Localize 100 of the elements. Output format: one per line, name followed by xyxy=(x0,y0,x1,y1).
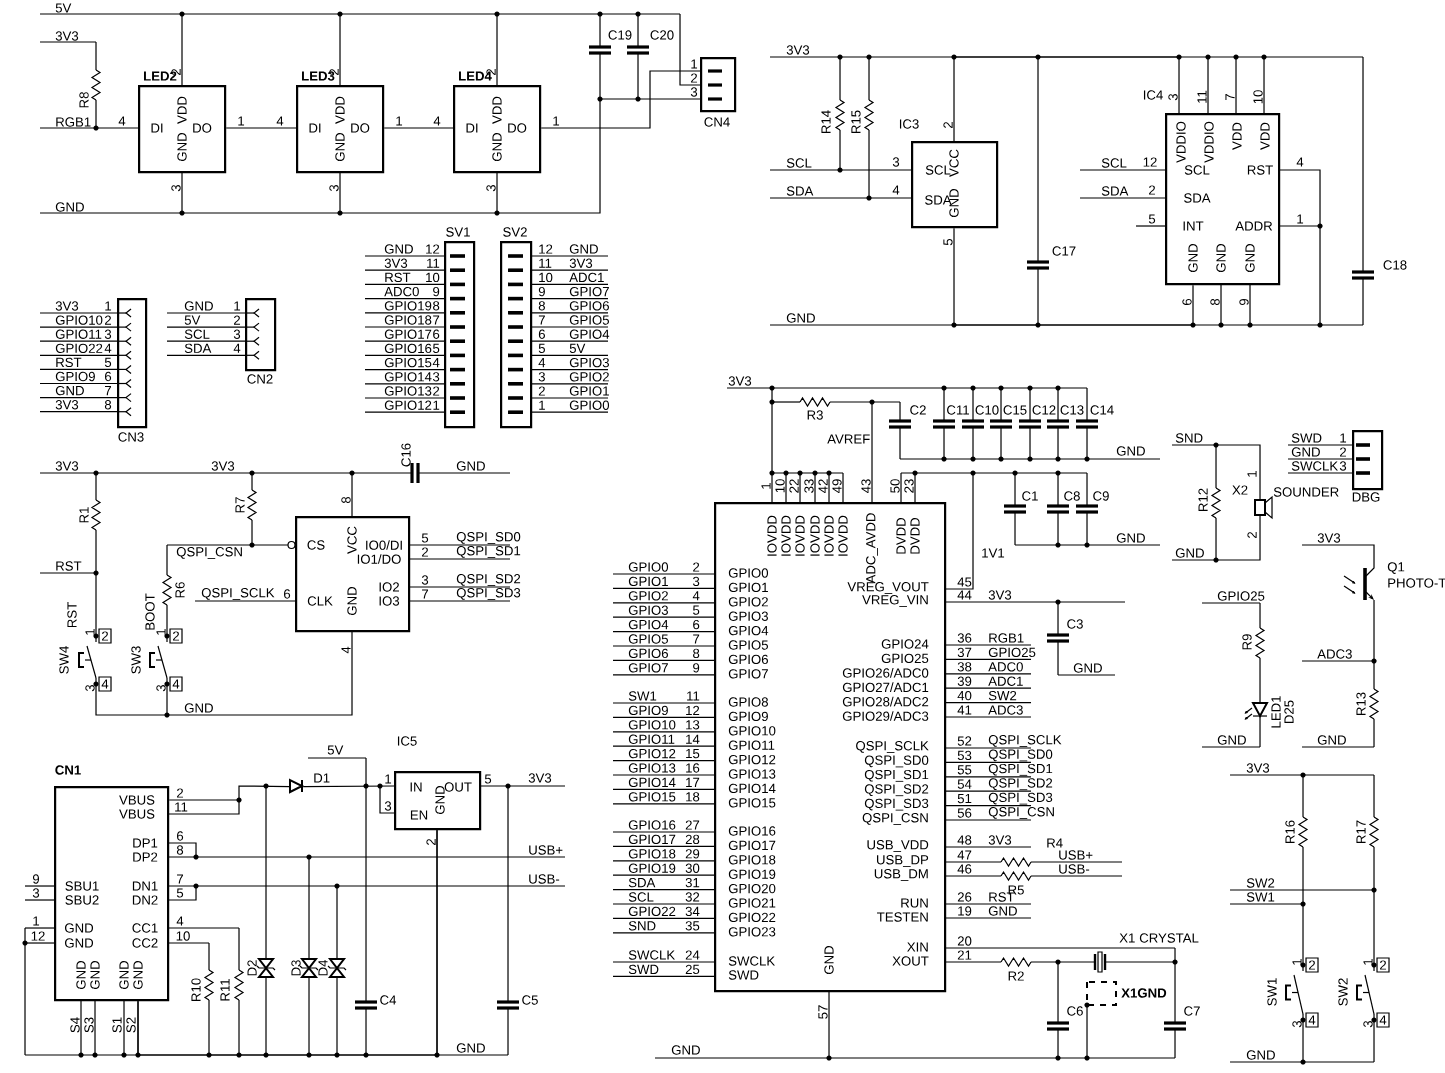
schematic-label: GND xyxy=(456,461,485,471)
pin-name: GPIO10 xyxy=(728,726,776,736)
schematic-label: GPIO12 xyxy=(384,400,432,410)
schematic-label: SDA xyxy=(184,343,212,353)
pin-name: DI xyxy=(309,123,321,133)
schematic-label: QSPI_SD1 xyxy=(988,763,1053,776)
pin-name: QSPI_CSN xyxy=(862,813,928,825)
schematic-label: 51 xyxy=(957,794,972,804)
schematic-label: SOUNDER xyxy=(1273,487,1339,497)
schematic-label: 55 xyxy=(957,765,972,775)
schematic-label: GPIO5 xyxy=(569,315,609,325)
schematic-label: 2 xyxy=(426,839,436,845)
wire xyxy=(383,127,454,129)
pin-name: GPIO26/ADC0 xyxy=(842,667,929,678)
schematic-label: C4 xyxy=(380,995,397,1005)
schematic-label: SWD xyxy=(1291,433,1322,443)
schematic-label: 38 xyxy=(957,662,972,672)
schematic-label: 47 xyxy=(957,850,972,860)
schematic-label: 18 xyxy=(686,792,700,802)
schematic-label: SDA xyxy=(786,186,814,196)
schematic-label: GPIO17 xyxy=(384,329,432,339)
schematic-label: C5 xyxy=(522,995,538,1005)
schematic-label: C11 xyxy=(947,405,969,415)
schematic-label: 1 xyxy=(1292,958,1302,965)
pin-name: GPIO8 xyxy=(728,697,768,707)
part-label: SV1 xyxy=(446,227,470,237)
pin-name: VDD xyxy=(492,96,502,124)
pin-name: SCL xyxy=(925,165,951,175)
schematic-label: 7 xyxy=(1225,94,1235,100)
pin-name: SCL xyxy=(1184,165,1210,175)
schematic-label: R7 xyxy=(235,497,245,513)
pin-name: GPIO28/ADC2 xyxy=(842,696,929,707)
schematic-label: Q1 xyxy=(1387,562,1405,574)
schematic-label: ADC1 xyxy=(988,676,1023,686)
pin-name: GPIO20 xyxy=(728,883,776,894)
schematic-label: 5 xyxy=(943,238,953,246)
schematic-label: 52 xyxy=(957,736,972,746)
schematic-label: SW2 xyxy=(988,690,1017,701)
pin-name: GPIO5 xyxy=(728,640,768,650)
schematic-label: C9 xyxy=(1093,491,1109,501)
schematic-label: 6 xyxy=(693,619,700,630)
pin-name: SWCLK xyxy=(728,956,775,966)
pin-name: GND xyxy=(76,960,86,989)
schematic-label: D2 xyxy=(247,960,257,976)
schematic-label: 13 xyxy=(686,720,700,730)
schematic-label: SWD xyxy=(628,964,659,975)
schematic-label: 1 xyxy=(156,628,166,635)
schematic-label: 3V3 xyxy=(1246,763,1270,773)
schematic-label: 5V xyxy=(55,3,72,13)
schematic-label: 4 xyxy=(101,679,109,689)
pin-name: XOUT xyxy=(892,956,929,966)
pin-name: CS xyxy=(307,540,325,550)
schematic-label: QSPI_SCLK xyxy=(988,735,1062,747)
schematic-label: 4 xyxy=(341,646,351,654)
schematic-label: 2 xyxy=(1309,960,1315,970)
pin-name: IOVDD xyxy=(795,515,805,556)
schematic-label: USB- xyxy=(529,874,560,884)
schematic-label: 2 xyxy=(943,122,953,128)
schematic-label: 41 xyxy=(957,705,972,715)
schematic-label: 2 xyxy=(102,631,108,641)
part-label: CN2 xyxy=(247,374,273,384)
schematic-label: SCL xyxy=(1101,158,1127,168)
pin-name: VDD xyxy=(1232,122,1242,150)
schematic-label: GND xyxy=(671,1045,700,1055)
pin-name: IOVDD xyxy=(824,515,834,556)
schematic-label: GND xyxy=(1116,533,1145,543)
schematic-label: 3 xyxy=(486,184,496,192)
schematic-label: 46 xyxy=(957,864,972,874)
schematic-label: 3 xyxy=(32,888,40,898)
pin-name: GND xyxy=(492,132,502,161)
wire xyxy=(953,56,1180,142)
schematic-label: S4 xyxy=(70,1017,80,1033)
schematic-label: 9 xyxy=(693,663,700,673)
schematic-label: USB+ xyxy=(529,845,563,855)
schematic-label: 24 xyxy=(685,950,700,960)
pin-name: IO2 xyxy=(379,582,399,592)
schematic-label: GPIO6 xyxy=(569,301,609,311)
part-label: CN4 xyxy=(704,117,730,127)
pin-name: OUT xyxy=(444,782,472,792)
schematic-label: QSPI_SD3 xyxy=(456,588,521,600)
schematic-label: RST xyxy=(56,561,82,571)
schematic-label: 39 xyxy=(957,676,972,686)
schematic-label: 1 xyxy=(1247,470,1257,477)
schematic-label: GPIO6 xyxy=(628,648,668,659)
schematic-label: 27 xyxy=(685,820,700,830)
schematic-label: GPIO18 xyxy=(628,849,676,859)
led-chip xyxy=(453,71,542,174)
schematic-label: USB- xyxy=(1059,864,1090,874)
pin-name: GPIO3 xyxy=(728,611,768,621)
pin-name: INT xyxy=(1183,221,1204,231)
schematic-label: 48 xyxy=(957,835,972,845)
schematic-label: 1 xyxy=(33,916,40,926)
schematic-label: R12 xyxy=(1198,488,1208,511)
schematic-label: 4 xyxy=(433,116,441,126)
pin-name: CLK xyxy=(307,596,333,606)
pin-name: GPIO18 xyxy=(728,855,776,865)
schematic-label: SW1 xyxy=(628,691,657,701)
schematic-label: GND xyxy=(1217,735,1246,745)
schematic-label: 5 xyxy=(421,533,429,543)
schematic-label: 3 xyxy=(692,576,700,587)
